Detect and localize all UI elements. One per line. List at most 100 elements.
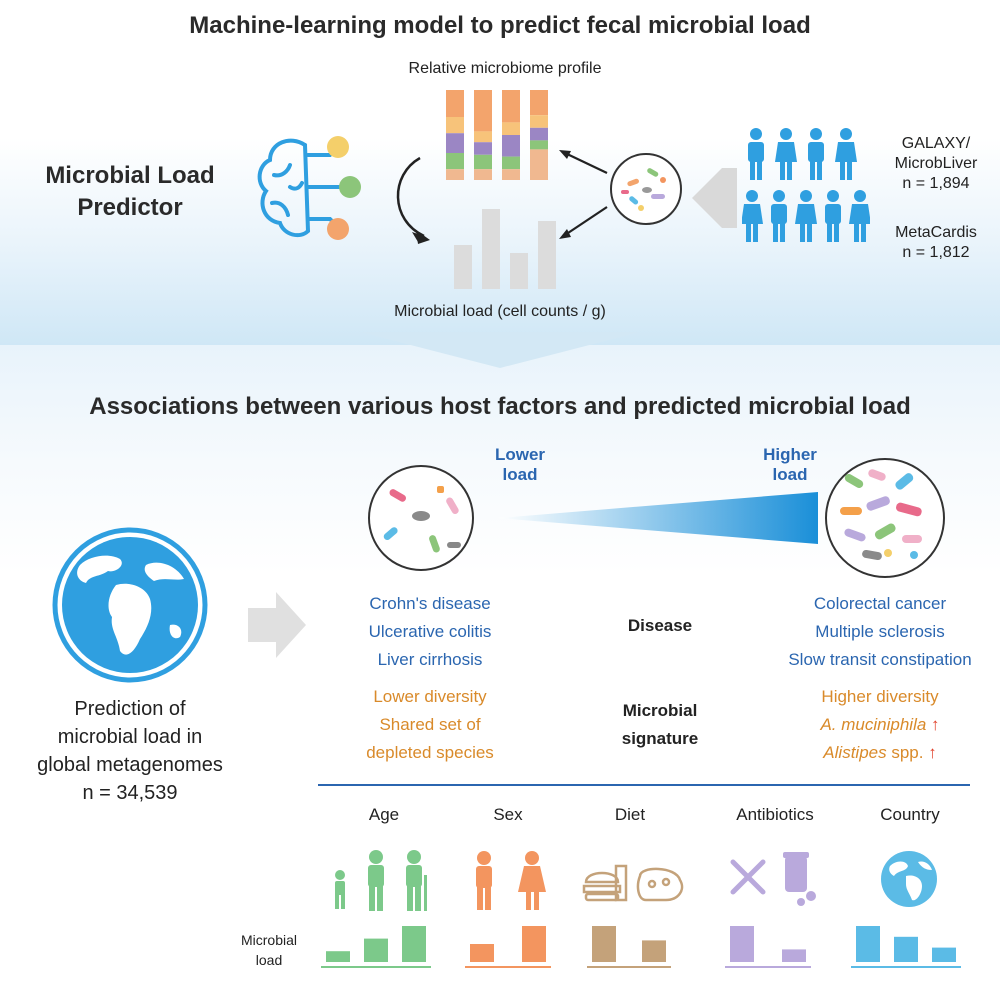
higher-signature-diversity: Higher diversity	[821, 687, 939, 706]
higher-load-microbe-circle	[825, 458, 945, 578]
factor-load-line1: Microbial	[240, 932, 297, 948]
load-bar	[538, 221, 556, 289]
sex-baseline	[465, 966, 551, 968]
cohort2-n: n = 1,812	[902, 244, 970, 261]
profile-bar-segment	[474, 154, 492, 170]
signature-row-label: Microbial signature	[590, 697, 730, 753]
profile-bar-segment	[446, 169, 464, 180]
akk-name: A. muciniphila	[820, 715, 927, 734]
profile-bar-segment	[502, 156, 520, 170]
profile-bar-segment	[474, 142, 492, 155]
cohort-people-icons	[742, 128, 870, 242]
person-icon	[775, 128, 797, 180]
factor-diet-label: Diet	[614, 805, 646, 824]
profile-bar-segment	[502, 90, 520, 123]
person-icon	[742, 190, 763, 242]
global-line1: Prediction of	[74, 698, 186, 720]
cohort1-line1: GALAXY/	[901, 135, 971, 152]
sample-arrows	[559, 150, 608, 239]
factor-antibiotics-label: Antibiotics	[736, 805, 814, 824]
factor-divider	[318, 784, 970, 786]
bottom-title: Associations between various host factor…	[89, 393, 911, 420]
cohort1-line2: MicrobLiver	[894, 155, 978, 172]
antibiotics-load-bar	[782, 949, 806, 962]
sex-load-bar	[522, 926, 546, 962]
global-arrow	[248, 592, 306, 658]
profile-bar-segment	[474, 131, 492, 143]
higher-load-signature: Higher diversity A. muciniphila ↑ Alisti…	[780, 683, 980, 767]
profile-bar-segment	[446, 153, 464, 170]
lower-load-line1: Lower	[494, 445, 546, 464]
signature-line2: signature	[621, 729, 699, 748]
global-line3: global metagenomes	[37, 754, 223, 776]
factor-age-label: Age	[368, 805, 400, 824]
alistipes-spp: spp.	[886, 743, 924, 762]
country-load-bar	[856, 926, 880, 962]
person-icon	[795, 190, 817, 242]
cohort2-line1: MetaCardis	[895, 224, 977, 241]
lower-load-microbe-circle	[368, 465, 474, 571]
profile-bar-segment	[446, 117, 464, 134]
person-icon	[835, 128, 857, 180]
country-globe-icon	[881, 851, 937, 907]
lower-signature-item: Shared set of	[379, 715, 481, 734]
country-baseline	[851, 966, 961, 968]
profile-bar-segment	[502, 122, 520, 135]
disease-row-label: Disease	[627, 616, 693, 635]
cohort2-label: MetaCardis n = 1,812	[872, 224, 1000, 262]
up-arrow-icon: ↑	[931, 715, 940, 734]
microbial-load-label: Microbial load (cell counts / g)	[394, 303, 606, 320]
lower-signature-item: Lower diversity	[373, 687, 487, 706]
age-baseline	[321, 966, 431, 968]
profile-bar-segment	[474, 90, 492, 132]
factor-sex-label: Sex	[493, 805, 523, 824]
global-line2: microbial load in	[57, 726, 203, 748]
age-load-bar	[364, 938, 388, 962]
lower-load-diseases: Crohn's disease Ulcerative colitis Liver…	[330, 590, 530, 674]
profile-bar-segment	[530, 127, 548, 141]
lower-disease-item: Ulcerative colitis	[368, 622, 492, 641]
higher-load-label: Higher load	[745, 445, 835, 485]
person-icon	[849, 190, 870, 242]
alistipes-name: Alistipes	[823, 743, 887, 762]
age-people-icon	[335, 850, 427, 911]
profile-bar-segment	[530, 140, 548, 150]
person-icon	[771, 190, 787, 242]
brain-ml-icon	[257, 136, 361, 240]
top-title: Machine-learning model to predict fecal …	[189, 12, 811, 39]
factor-load-line2: load	[255, 952, 283, 968]
diet-baseline	[587, 966, 671, 968]
higher-signature-alistipes: Alistipes spp. ↑	[780, 739, 980, 767]
factor-load-bars	[321, 926, 961, 968]
person-icon	[808, 128, 824, 180]
global-n: n = 34,539	[82, 782, 178, 804]
higher-disease-item: Slow transit constipation	[788, 650, 972, 669]
lower-disease-item: Crohn's disease	[369, 594, 491, 613]
predictor-label: Microbial Load Predictor	[20, 162, 240, 222]
profile-bar-segment	[530, 90, 548, 116]
signature-line1: Microbial	[622, 701, 698, 720]
profile-bar-segment	[446, 90, 464, 117]
person-icon	[825, 190, 841, 242]
diet-load-bar	[592, 926, 616, 962]
load-bar	[454, 245, 472, 289]
globe-icon	[52, 527, 208, 683]
diet-load-bar	[642, 940, 666, 962]
age-load-bar	[326, 951, 350, 962]
antibiotics-icon	[730, 852, 816, 906]
cohort-arrow	[692, 168, 737, 228]
antibiotics-baseline	[725, 966, 811, 968]
predictor-label-line2: Predictor	[77, 194, 183, 221]
higher-disease-item: Colorectal cancer	[813, 594, 947, 613]
profile-bar-segment	[530, 115, 548, 128]
load-bar	[510, 253, 528, 289]
antibiotics-load-bar	[730, 926, 754, 962]
lower-load-label: Lower load	[480, 445, 560, 485]
predictor-label-line1: Microbial Load	[45, 162, 215, 189]
lower-signature-item: depleted species	[366, 743, 494, 762]
higher-disease-item: Multiple sclerosis	[815, 622, 945, 641]
country-load-bar	[894, 936, 918, 962]
cohort1-n: n = 1,894	[902, 175, 970, 192]
profile-bar-segment	[446, 133, 464, 153]
